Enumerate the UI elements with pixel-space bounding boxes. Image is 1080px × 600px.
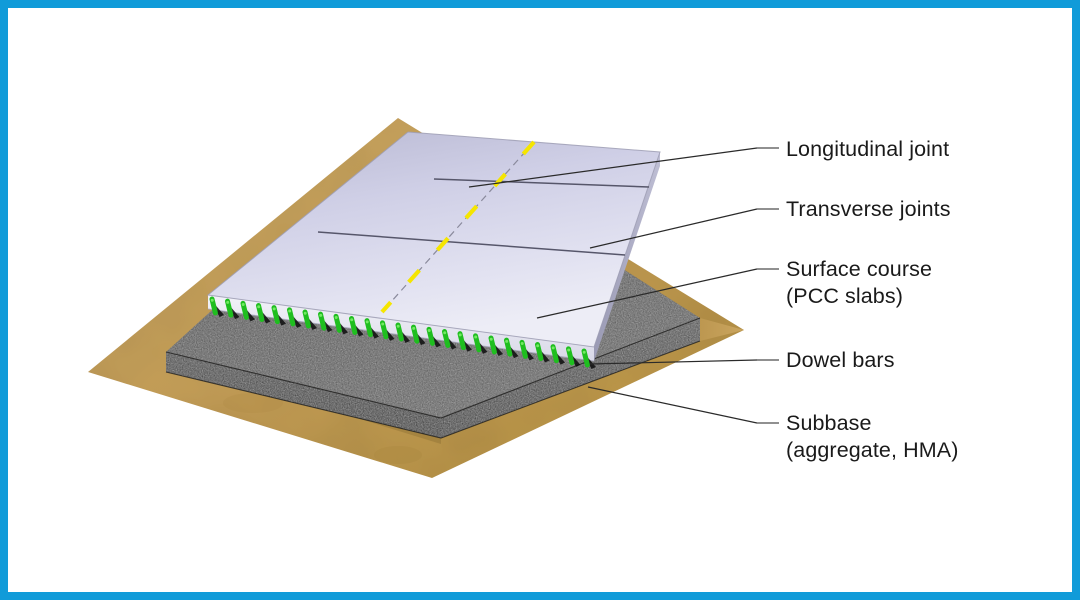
callout-leaders [468,147,779,424]
dowel-bar-highlight [505,339,509,343]
leader-line-longitudinal-joint [468,147,758,188]
dowel-bar-highlight [536,344,540,348]
subbase-bottom-edge [165,340,701,439]
dowel-bar-highlight [288,309,292,313]
callout-label-dowel-bars: Dowel bars [786,347,895,374]
dowel-bar-highlight [303,311,307,315]
leader-line-dowel-bars [589,359,758,365]
slab-joints [317,141,650,313]
callout-label-transverse-joints: Transverse joints [786,196,951,223]
leader-line-transverse-joints [589,208,758,249]
dowel-bar-highlight [350,318,354,322]
callout-label-line: Subbase [786,411,872,435]
callout-label-line: Dowel bars [786,348,895,372]
leader-line-subbase [587,386,758,424]
dowel-bar-highlight [210,298,214,302]
dowel-bar-highlight [319,313,323,317]
dowel-bar-highlight [241,303,245,307]
dowel-bar-highlight [427,329,431,333]
dowel-bar-highlight [489,337,493,341]
subbase-right-face [441,318,700,438]
dowel-bar-highlight [458,333,462,337]
dowel-bar-highlight [257,305,261,309]
slab-right-edge-face [594,152,660,361]
dowel-bar-highlight [520,342,524,346]
dowel-bar-highlight [396,324,400,328]
dowel-bar-highlight [582,350,586,354]
dowel-bar-highlight [272,307,276,311]
dowel-bar-highlight [226,300,230,304]
subbase-front-edge [165,317,701,419]
dowel-bar-highlight [474,335,478,339]
callout-label-line: Transverse joints [786,197,951,221]
leader-line-surface-course [536,268,758,319]
transverse-joint-upper [433,178,650,188]
callout-label-subbase: Subbase (aggregate, HMA) [786,410,958,464]
slab-outline [206,131,661,348]
dowel-bars-group [209,296,596,369]
dowel-bar-highlight [551,346,555,350]
dowel-bar-highlight [567,348,571,352]
dowel-bar-highlight [365,320,369,324]
subbase-front-face [166,352,441,438]
dowel-bar-highlight [412,326,416,330]
dowel-bar-highlight [443,331,447,335]
callout-label-line: Surface course [786,257,932,281]
callout-label-surface-course: Surface course (PCC slabs) [786,256,932,310]
dowel-bar-highlight [334,316,338,320]
callout-label-longitudinal-joint: Longitudinal joint [786,136,949,163]
longitudinal-joint-line [381,141,535,313]
slab-top-surface [208,132,660,347]
transverse-joint-lower [317,231,626,256]
callout-label-line: (aggregate, HMA) [786,438,959,462]
callout-label-line: Longitudinal joint [786,137,950,161]
dowel-bar-highlight [381,322,385,326]
callout-label-line: (PCC slabs) [786,284,903,308]
